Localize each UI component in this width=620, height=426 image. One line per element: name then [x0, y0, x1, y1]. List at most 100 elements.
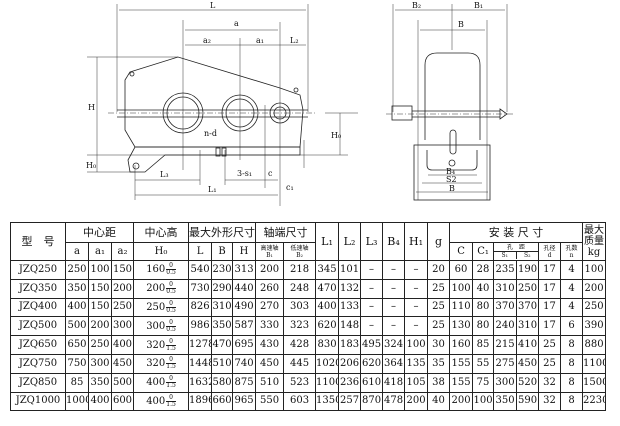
header-center-distance: 中心距 [64, 222, 135, 243]
cell-a2: 450 [110, 353, 135, 374]
cell-b1: 260 [255, 278, 285, 299]
cell-l1: 470 [315, 278, 340, 299]
cell-s1: 350 [493, 391, 518, 412]
header-L1: L₁ [315, 222, 340, 261]
header-L: L [188, 242, 213, 261]
tolerance-upper: 0 [169, 281, 173, 289]
cell-l1: 620 [315, 316, 340, 337]
cell-model: JZQ500 [10, 316, 66, 337]
cell-l3: 495 [360, 335, 384, 355]
header-max-mass: 最大质量kg [582, 222, 607, 261]
cell-b1: 270 [255, 297, 285, 318]
cell-b: 290 [211, 278, 234, 299]
cell-a: 650 [65, 335, 89, 355]
cell-h1: – [404, 297, 429, 318]
cell-b2: 523 [283, 372, 317, 393]
s2-label: S₂ [524, 252, 531, 259]
header-H0: H₀ [133, 242, 190, 261]
dim-L2-label: L₂ [290, 36, 299, 45]
cell-s2: 450 [516, 353, 540, 374]
cell-b4: 478 [382, 391, 406, 412]
ls-shaft-label: 低速轴 [290, 244, 309, 252]
cell-s2: 190 [516, 260, 540, 280]
cell-l: 1448 [188, 353, 213, 374]
cell-b4: – [382, 316, 406, 337]
cell-n: 8 [560, 353, 584, 374]
header-shaft-end: 轴端尺寸 [255, 222, 317, 243]
cell-a2: 250 [110, 297, 135, 318]
cell-b2: 445 [283, 353, 317, 374]
cell-s1: 300 [493, 372, 518, 393]
cell-b: 470 [211, 335, 234, 355]
cell-b: 230 [211, 260, 234, 280]
cell-s2: 590 [516, 391, 540, 412]
table-row: JZQ8508535050040001.51632580875510523110… [10, 372, 607, 393]
tolerance-upper: 0 [169, 318, 173, 326]
tolerance-lower: 0.5 [166, 306, 176, 314]
cell-b2: 218 [283, 260, 317, 280]
cell-c: 130 [449, 316, 474, 337]
cell-c1: 85 [472, 335, 495, 355]
cell-s1: 310 [493, 278, 518, 299]
cell-c1: 100 [472, 391, 495, 412]
h0-value: 400 [146, 395, 166, 407]
cell-h: 875 [232, 372, 257, 393]
header-g: g [427, 222, 451, 261]
cell-d: 32 [538, 391, 562, 412]
tolerance-upper: 0 [169, 393, 173, 401]
cell-model: JZQ400 [10, 297, 66, 318]
cell-a1: 400 [88, 391, 112, 412]
cell-d: 17 [538, 316, 562, 337]
cell-a2: 500 [110, 372, 135, 393]
cell-s1: 240 [493, 316, 518, 337]
b1-label: B₁ [266, 251, 273, 259]
cell-s2: 410 [516, 335, 540, 355]
cell-g: 38 [427, 372, 451, 393]
cell-b4: – [382, 297, 406, 318]
cell-h: 440 [232, 278, 257, 299]
cell-b4: 324 [382, 335, 406, 355]
hole-dia-label: 孔径 [543, 244, 556, 252]
cell-a1: 100 [88, 260, 112, 280]
cell-g: 30 [427, 335, 451, 355]
cell-kg: 100 [582, 260, 607, 280]
reducer-drawing: L a a₂ a₁ L₂ H H₀ H₀ n-d L₃ 3-s₁ c L₁ c₁ [86, 1, 515, 206]
cell-b1: 510 [255, 372, 285, 393]
cell-n: 8 [560, 335, 584, 355]
cell-l3: – [360, 297, 384, 318]
cell-c: 155 [449, 353, 474, 374]
cell-b4: – [382, 278, 406, 299]
cell-l3: – [360, 260, 384, 280]
cell-kg: 1500 [582, 372, 607, 393]
cell-g: 25 [427, 278, 451, 299]
header-L2: L₂ [338, 222, 362, 261]
cell-l1: 1100 [315, 372, 340, 393]
h0-value: 200 [146, 283, 166, 295]
cell-g: 35 [427, 353, 451, 374]
h0-value: 300 [146, 320, 166, 332]
cell-c1: 28 [472, 260, 495, 280]
h0-value: 400 [146, 377, 166, 389]
cell-a1: 350 [88, 372, 112, 393]
tolerance-lower: 1.5 [166, 400, 176, 408]
d-label: d [547, 251, 552, 259]
h0-value: 320 [146, 358, 166, 370]
dim-B1-label: B₁ [474, 1, 483, 10]
dim-B2-label: B₂ [412, 1, 421, 10]
cell-c1: 80 [472, 316, 495, 337]
cell-s2: 370 [516, 297, 540, 318]
